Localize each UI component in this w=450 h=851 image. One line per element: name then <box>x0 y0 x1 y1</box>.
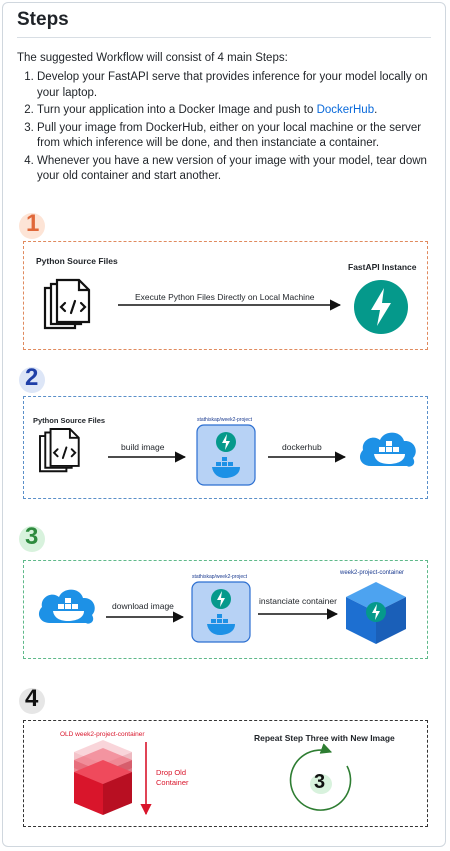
dockerhub-cloud-icon <box>359 432 416 467</box>
step-3-panel <box>23 560 428 659</box>
step-2-source-label: Python Source Files <box>33 416 106 425</box>
step-2-badge <box>19 367 45 393</box>
container-cube-icon <box>346 582 406 644</box>
step-3-arrow1 <box>106 611 185 623</box>
step-item-4: Whenever you have a new version of your … <box>37 154 437 185</box>
step-3-badge-number: 3 <box>25 523 39 550</box>
step-2-arrow2-label: dockerhub <box>282 442 322 452</box>
step-4-old-container-label: OLD week2-project-container <box>60 731 145 738</box>
heading-divider <box>17 37 431 38</box>
step-1-panel <box>23 241 428 350</box>
step-2-panel <box>23 396 428 499</box>
step-1-arrow-label: Execute Python Files Directly on Local M… <box>135 292 315 302</box>
step-1-arrow <box>118 299 342 311</box>
step-2-arrow1-label: build image <box>121 442 165 452</box>
step-2-badge-number: 2 <box>25 364 39 391</box>
repeat-cycle-number: 3 <box>314 771 326 793</box>
step-3-container-label: week2-project-container <box>340 570 405 576</box>
step-4-badge-number: 4 <box>25 685 39 712</box>
repeat-label: Repeat Step Three with New Image <box>254 733 395 743</box>
step-3-dockerhub-cloud-icon <box>38 589 95 624</box>
steps-list: Develop your FastAPI serve that provides… <box>17 70 437 187</box>
step-3-arrow2-label: instanciate container <box>259 596 337 606</box>
step-3-docker-image-icon <box>191 581 251 643</box>
old-container-stack-icon <box>74 740 132 815</box>
step-1-target-label: FastAPI Instance <box>348 262 417 272</box>
step-2-text: Turn your application into a Docker Imag… <box>37 104 317 116</box>
step-3-image-tag: stathiskap/week2-project <box>192 574 248 580</box>
step-4-panel <box>23 720 428 827</box>
step-item-3: Pull your image from DockerHub, either o… <box>37 121 437 152</box>
step-2-image-tag: stathiskap/week2-project <box>197 417 253 423</box>
step-4-badge <box>19 688 45 714</box>
step-2-arrow1 <box>108 451 187 463</box>
dockerhub-link[interactable]: DockerHub <box>316 104 375 116</box>
repeat-cycle-icon <box>289 743 352 811</box>
step-3-badge <box>19 526 45 552</box>
section-heading: Steps <box>17 9 69 30</box>
docker-image-icon <box>196 424 256 486</box>
drop-label-line1: Drop Old <box>156 768 187 777</box>
step-2-python-files-icon <box>39 428 80 473</box>
drop-arrow <box>140 742 152 816</box>
readme-frame <box>2 2 446 847</box>
drop-label-line2: Container <box>156 778 189 787</box>
step-2-arrow2 <box>268 451 347 463</box>
fastapi-icon <box>354 280 408 334</box>
step-item-2: Turn your application into a Docker Imag… <box>37 103 437 119</box>
step-2-text-end: . <box>374 104 378 116</box>
step-item-1: Develop your FastAPI serve that provides… <box>37 70 437 101</box>
step-1-python-files-icon <box>43 278 91 330</box>
step-3-arrow2 <box>258 608 339 620</box>
intro-text: The suggested Workflow will consist of 4… <box>17 52 288 64</box>
step-1-badge <box>19 213 45 239</box>
step-1-badge-number: 1 <box>26 210 40 237</box>
step-1-source-label: Python Source Files <box>36 256 118 266</box>
step-3-arrow1-label: download image <box>112 601 174 611</box>
